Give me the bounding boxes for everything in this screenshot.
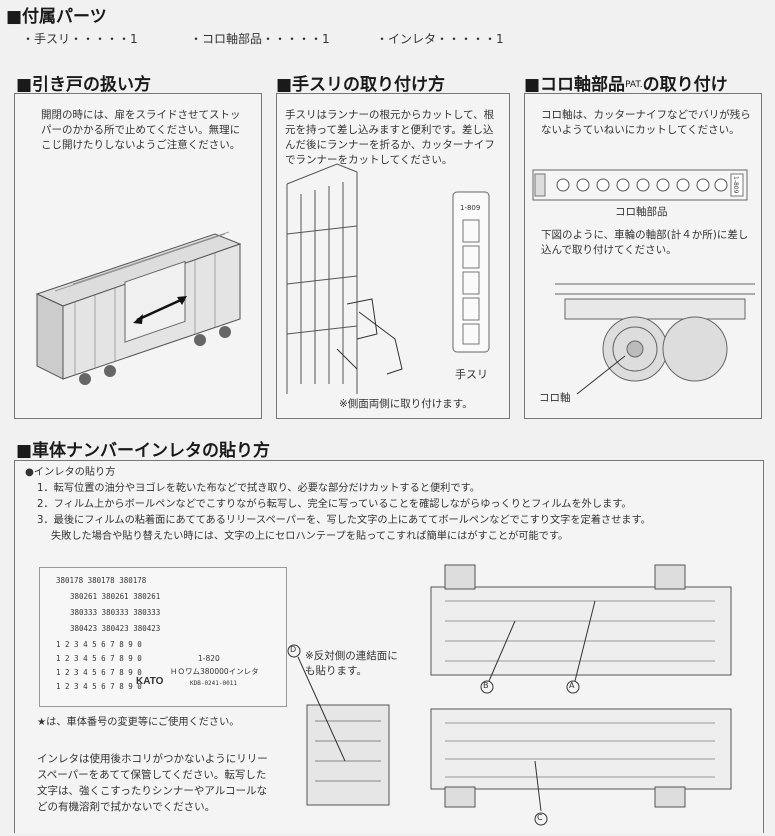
coro-heading: ■コロ軸部品PAT.の取り付け	[524, 75, 728, 95]
parts-heading: ■付属パーツ	[6, 7, 107, 27]
runner-part	[452, 191, 490, 353]
marker-b: B	[483, 681, 489, 690]
decal-step-1: 1．転写位置の油分やヨゴレを乾いた布などで拭き取り、必要な部分だけカットすると便…	[37, 483, 480, 494]
parts-item-handrail: ・手スリ・・・・・1	[22, 32, 138, 46]
decal-sheet: 380178 380178 380178 380261 380261 38026…	[39, 567, 287, 707]
sheet-small: KDB-0241-0011	[190, 680, 237, 687]
decal-step-3: 3．最後にフィルムの粘着面にあててあるリリースペーパーを、写した文字の上にあてて…	[37, 515, 651, 526]
marker-d: D	[290, 645, 297, 654]
marker-c: C	[537, 813, 543, 822]
coro-text: コロ軸は、カッターナイフなどでバリが残らないようていねいにカットしてください。	[541, 109, 751, 136]
coro-part-label: コロ軸部品	[615, 206, 668, 218]
sheet-title: ＨＯワム380000インレタ	[170, 667, 259, 676]
sheet-digits: 1 2 3 4 5 6 7 8 9 0	[56, 654, 142, 663]
coro-part-illustration	[532, 169, 748, 201]
bogie-illustration	[555, 283, 755, 395]
handrail-illustration	[286, 163, 490, 394]
decal-step-2: 2．フィルム上からボールペンなどでこすりながら転写し、完全に写っていることを確認…	[37, 499, 632, 510]
handrail-text: 手スリはランナーの根元からカットして、根元を持って差し込みますと便利です。差し込…	[285, 109, 495, 166]
star-note: ★は、車体番号の変更等にご使用ください。	[37, 717, 240, 728]
kato-logo: KATO	[136, 676, 164, 687]
door-text: 開閉の時には、扉をスライドさせてストッパーのかかる所で止めてください。無理にこじ…	[41, 109, 241, 151]
decal-heading: ■車体ナンバーインレタの貼り方	[16, 441, 271, 461]
sheet-code: 1-820	[198, 654, 220, 663]
axle-label: コロ軸	[539, 392, 571, 404]
decal-sub: ●インレタの貼り方	[25, 467, 116, 478]
sheet-digits: 1 2 3 4 5 6 7 8 9 0	[56, 640, 142, 649]
coro-panel: コロ軸は、カッターナイフなどでバリが残らないようていねいにカットしてください。 …	[524, 93, 762, 419]
handrail-label: 手スリ	[455, 368, 488, 381]
parts-item-decal: ・インレタ・・・・・1	[376, 32, 504, 46]
sheet-row: 380261 380261 380261	[70, 592, 161, 601]
sheet-row: 380333 380333 380333	[70, 608, 161, 617]
door-heading: ■引き戸の扱い方	[16, 75, 152, 95]
boxcar-illustration	[35, 231, 242, 385]
runner-code: 1-809	[460, 204, 481, 212]
parts-item-coro: ・コロ軸部品・・・・・1	[190, 32, 330, 46]
handrail-panel: 手スリはランナーの根元からカットして、根元を持って差し込みますと便利です。差し込…	[276, 93, 510, 419]
sheet-row: 380423 380423 380423	[70, 624, 161, 633]
sheet-digits: 1 2 3 4 5 6 7 8 9 0	[56, 682, 142, 691]
door-panel: 開閉の時には、扉をスライドさせてストッパーのかかる所で止めてください。無理にこじ…	[14, 93, 262, 419]
handrail-note: ※側面両側に取り付けます。	[339, 398, 473, 410]
marker-a: A	[569, 681, 575, 690]
decal-step-3-note: 失敗した場合や貼り替えたい時には、文字の上にセロハンテープを貼ってこすれば簡単に…	[51, 531, 569, 542]
handrail-heading: ■手スリの取り付け方	[276, 75, 446, 95]
decal-panel: ●インレタの貼り方 1．転写位置の油分やヨゴレを乾いた布などで拭き取り、必要な部…	[14, 460, 764, 833]
car-diagrams	[287, 564, 732, 826]
sheet-row: 380178 380178 380178	[56, 576, 147, 585]
storage-note: インレタは使用後ホコリがつかないようにリリースペーパーをあてて保管してください。…	[37, 753, 268, 813]
coro-part-code: 1-809	[732, 176, 739, 194]
sheet-digits: 1 2 3 4 5 6 7 8 9 0	[56, 668, 142, 677]
coro-text-2: 下図のように、車輪の軸部(計４か所)に差し込んで取り付けてください。	[541, 229, 749, 256]
coupler-note: ※反対側の連結面にも貼ります。	[305, 650, 398, 677]
